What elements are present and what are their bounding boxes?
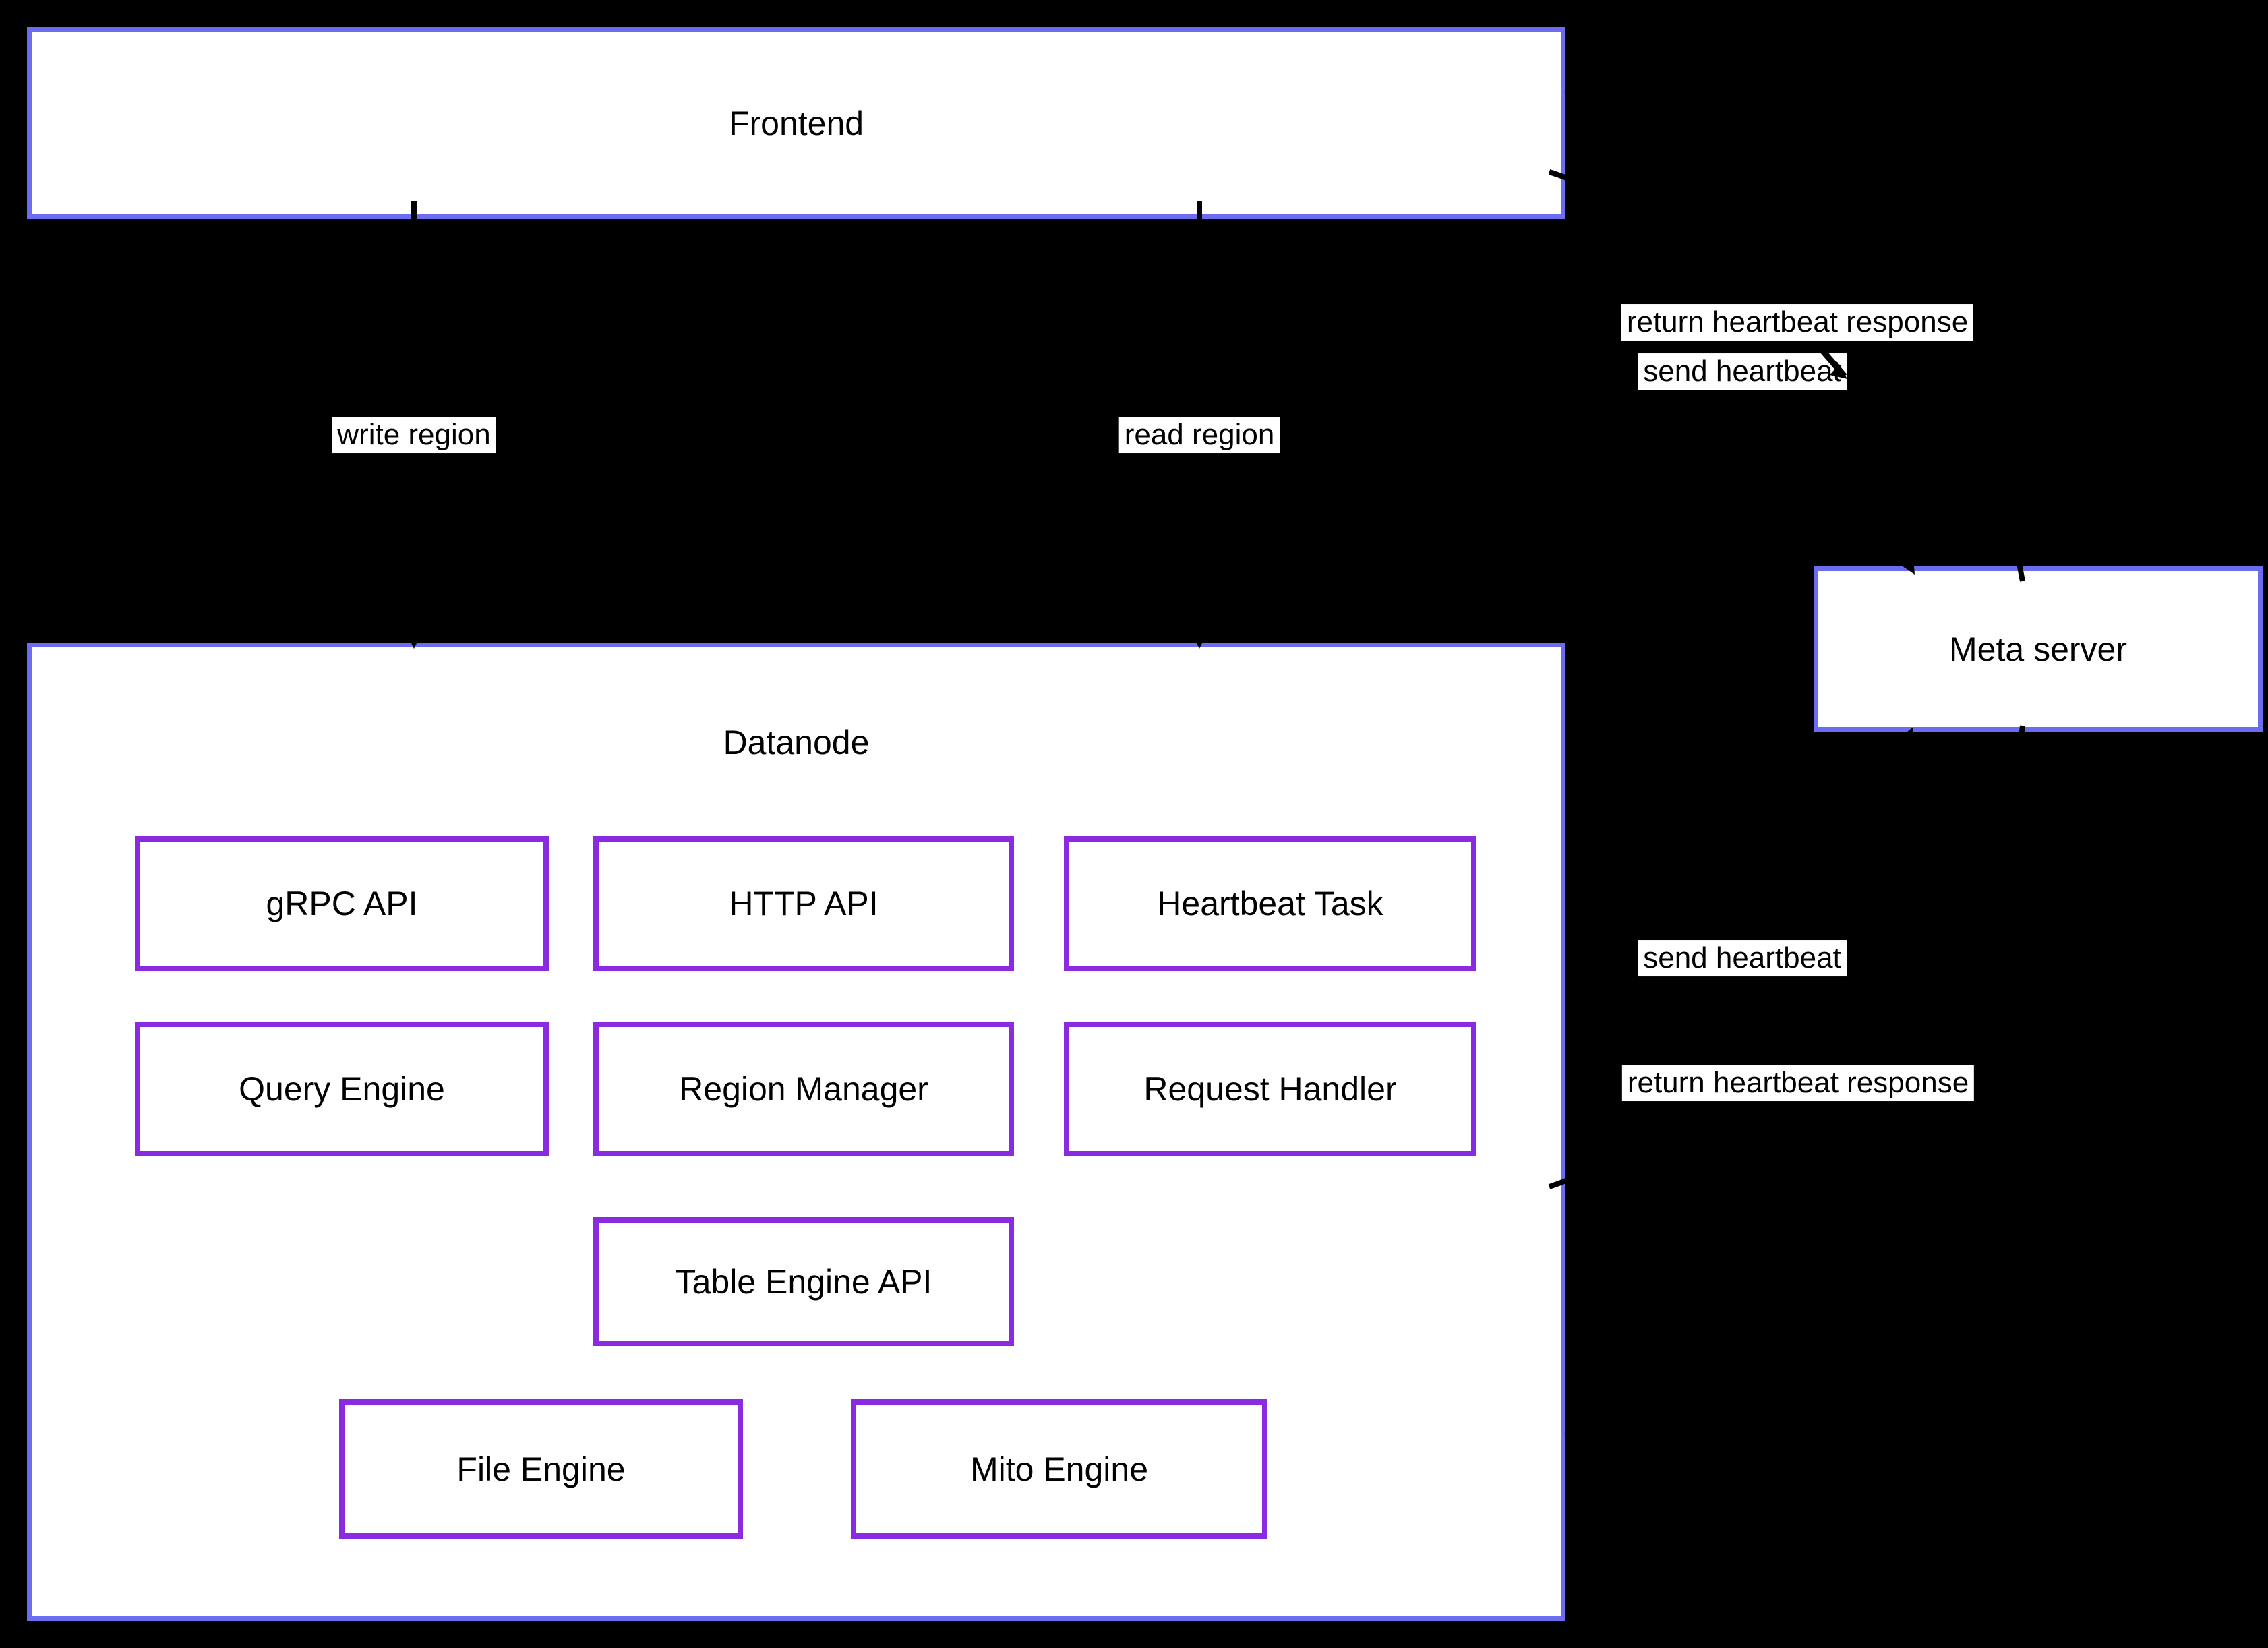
edge-label-send-heartbeat-frontend: send heartbeat xyxy=(1638,353,1847,390)
frontend-box: Frontend xyxy=(27,27,1565,219)
http-api-label: HTTP API xyxy=(729,885,878,922)
file-engine-box: File Engine xyxy=(339,1399,743,1539)
query-engine-label: Query Engine xyxy=(239,1070,445,1108)
datanode-title: Datanode xyxy=(723,724,870,761)
region-manager-label: Region Manager xyxy=(679,1070,928,1108)
region-manager-box: Region Manager xyxy=(593,1022,1014,1156)
table-engine-api-label: Table Engine API xyxy=(675,1262,932,1301)
edge-label-read-region: read region xyxy=(1118,417,1280,453)
mito-engine-box: Mito Engine xyxy=(851,1399,1267,1539)
request-handler-label: Request Handler xyxy=(1143,1070,1397,1108)
file-engine-label: File Engine xyxy=(456,1450,626,1488)
grpc-api-label: gRPC API xyxy=(266,885,418,922)
meta-server-label: Meta server xyxy=(1949,630,2127,668)
edge-label-write-region: write region xyxy=(332,417,496,453)
request-handler-box: Request Handler xyxy=(1064,1022,1476,1156)
frontend-label: Frontend xyxy=(728,104,864,142)
grpc-api-box: gRPC API xyxy=(135,836,549,971)
heartbeat-task-box: Heartbeat Task xyxy=(1064,836,1476,971)
table-engine-api-box: Table Engine API xyxy=(593,1217,1014,1346)
mito-engine-label: Mito Engine xyxy=(969,1450,1149,1488)
edge-label-return-heartbeat-datanode: return heartbeat response xyxy=(1621,1065,1975,1101)
query-engine-box: Query Engine xyxy=(135,1022,549,1156)
edge-label-send-heartbeat-datanode: send heartbeat xyxy=(1638,940,1847,976)
heartbeat-task-label: Heartbeat Task xyxy=(1157,885,1383,922)
meta-server-box: Meta server xyxy=(1814,566,2263,732)
edge-label-return-heartbeat-frontend: return heartbeat response xyxy=(1621,304,1974,341)
http-api-box: HTTP API xyxy=(593,836,1014,971)
